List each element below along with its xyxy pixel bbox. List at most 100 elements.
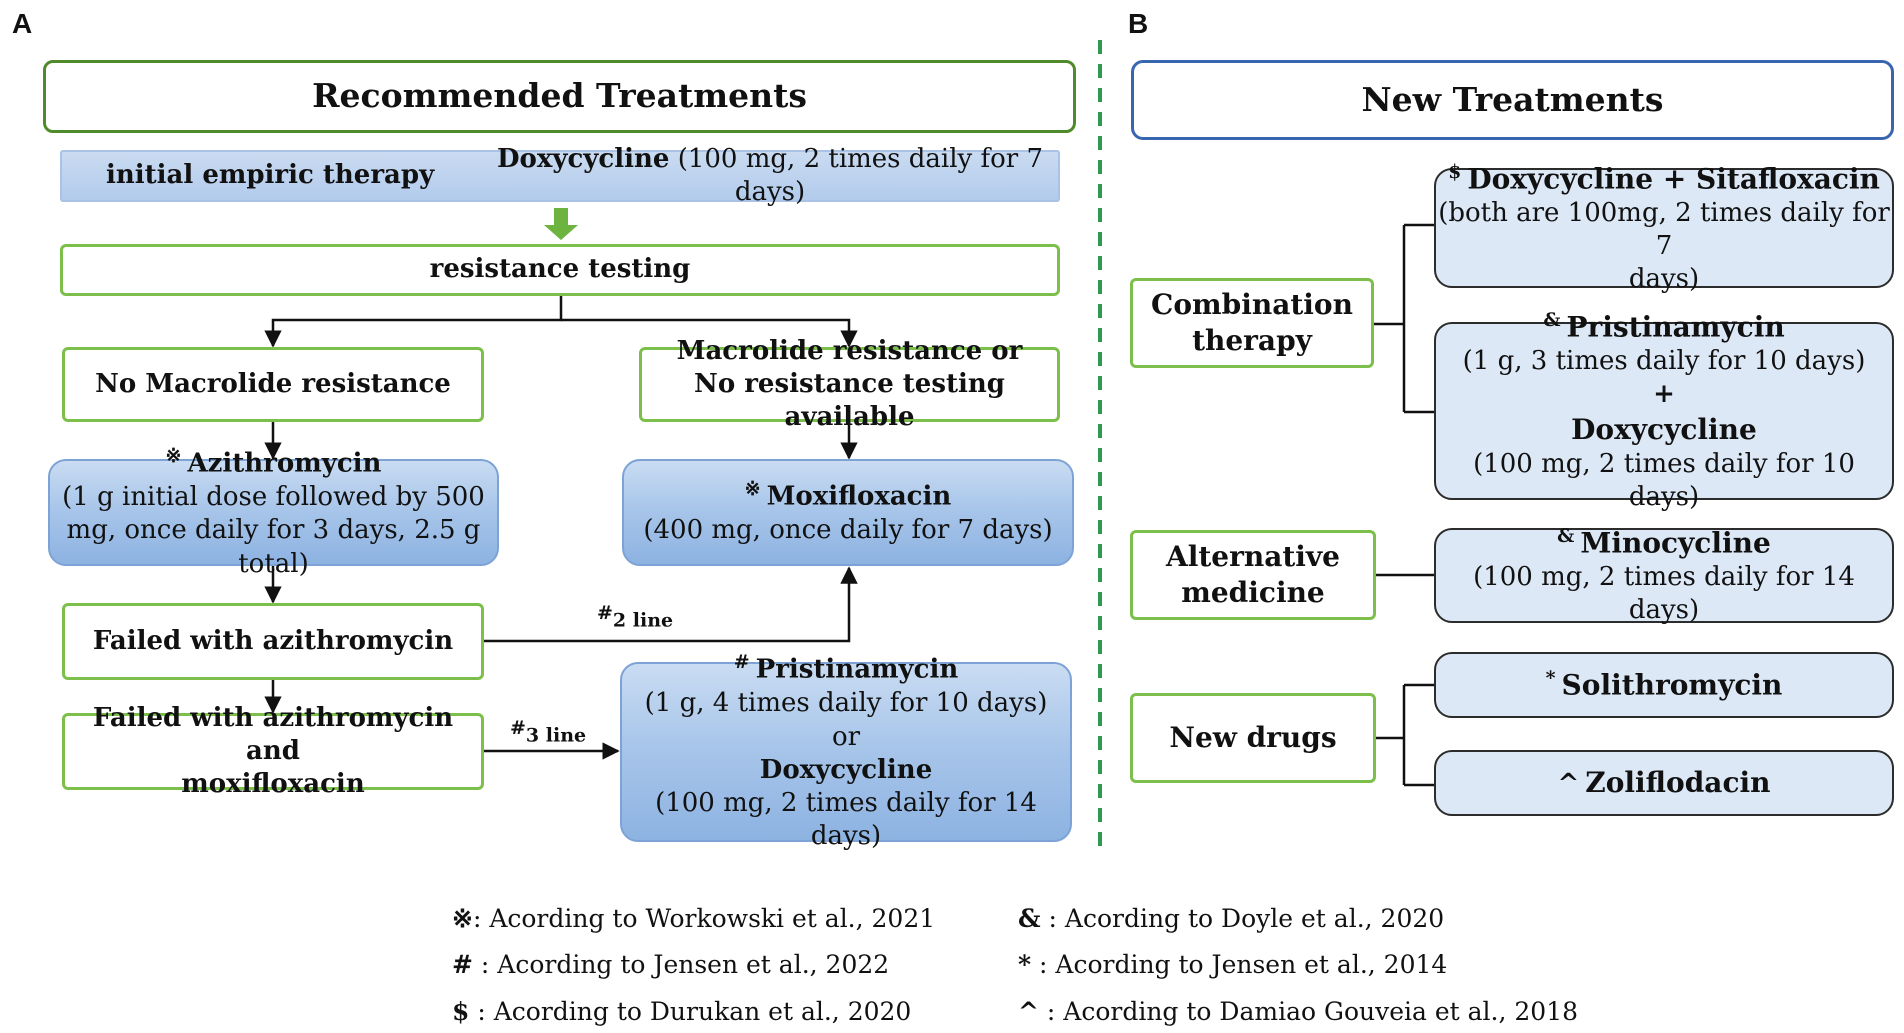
solithromycin-name: Solithromycin	[1561, 668, 1783, 702]
bracket-new-drugs	[1376, 683, 1434, 787]
legend-symbol: #	[452, 950, 473, 979]
bracket-combination	[1374, 223, 1434, 414]
empiric-drug-dose: Doxycycline (100 mg, 2 times daily for 7…	[482, 143, 1058, 210]
pristina-doxy-box: &Pristinamycin (1 g, 3 times daily for 1…	[1434, 309, 1894, 512]
minocycline-dose: (100 mg, 2 times daily for 14 days)	[1473, 561, 1855, 626]
legend-symbol: $	[452, 997, 470, 1026]
pristina-doxy-dose2: (100 mg, 2 times daily for 10 days)	[1473, 448, 1855, 512]
azithro-mark: ※	[165, 445, 182, 468]
azithro-dose-line2: mg, once daily for 3 days, 2.5 g total)	[66, 515, 481, 579]
legend-item: & : Acording to Doyle et al., 2020	[1018, 904, 1444, 933]
combination-line2: therapy	[1192, 324, 1312, 357]
new-treatments-title: New Treatments	[1131, 60, 1894, 140]
recommended-treatments-title-text: Recommended Treatments	[312, 76, 807, 116]
combination-line1: Combination	[1151, 288, 1353, 322]
recommended-treatments-title: Recommended Treatments	[43, 60, 1076, 133]
pristina-or: or	[831, 721, 861, 752]
pristinamycin-box: #Pristinamycin (1 g, 4 times daily for 1…	[620, 651, 1072, 851]
legend-item: * : Acording to Jensen et al., 2014	[1018, 950, 1447, 979]
second-line-text: 2 line	[612, 609, 674, 632]
solithromycin-box: *Solithromycin	[1434, 652, 1894, 718]
third-line-label: #3 line	[510, 717, 586, 746]
alternative-medicine-box: Alternative medicine	[1130, 530, 1376, 620]
doxy-sita-dose-line1: (both are 100mg, 2 times daily for 7	[1438, 197, 1890, 261]
legend-text: : Acording to Jensen et al., 2014	[1031, 950, 1448, 979]
failed-both-line1: Failed with azithromycin and	[92, 702, 454, 766]
minocycline-mark: &	[1557, 524, 1575, 547]
legend-item: $ : Acording to Durukan et al., 2020	[452, 997, 911, 1026]
moxifloxacin-box: ※Moxifloxacin (400 mg, once daily for 7 …	[622, 459, 1074, 566]
green-arrow-down	[544, 208, 578, 240]
doxy-sitafloxacin-box: $Doxycycline + Sitafloxacin (both are 10…	[1434, 161, 1894, 294]
pristina-name2: Doxycycline	[759, 754, 933, 785]
legend-symbol: ^	[1018, 997, 1039, 1026]
legend-item: ^ : Acording to Damiao Gouveia et al., 2…	[1018, 997, 1578, 1026]
no-macrolide-text: No Macrolide resistance	[95, 368, 451, 399]
legend-text: : Acording to Doyle et al., 2020	[1040, 904, 1445, 933]
macrolide-line1: Macrolide resistance or	[676, 335, 1023, 366]
pristina-dose: (1 g, 4 times daily for 10 days)	[644, 688, 1048, 719]
macrolide-resistance-box: Macrolide resistance or No resistance te…	[639, 336, 1060, 432]
doxy-sita-mark: $	[1448, 160, 1462, 183]
azithro-name: Azithromycin	[187, 448, 382, 479]
legend-item: # : Acording to Jensen et al., 2022	[452, 950, 889, 979]
legend-text: : Acording to Workowski et al., 2021	[472, 904, 936, 933]
resistance-testing-text: resistance testing	[429, 254, 691, 285]
new-drugs-box: New drugs	[1130, 693, 1376, 783]
pristina-doxy-mark: &	[1543, 308, 1561, 331]
doxy-sita-dose-line2: days)	[1628, 264, 1700, 295]
zoliflodacin-box: ^Zoliflodacin	[1434, 750, 1894, 816]
azithro-dose-line1: (1 g initial dose followed by 500	[62, 482, 485, 513]
legend-symbol: *	[1018, 950, 1032, 979]
pristina-doxy-plus: +	[1653, 379, 1675, 410]
third-line-text: 3 line	[525, 724, 587, 747]
split-arrow-right	[561, 318, 858, 348]
failed-azithro-box: Failed with azithromycin	[62, 603, 484, 680]
pristina-name: Pristinamycin	[755, 655, 959, 686]
third-line-mark: #	[510, 717, 526, 739]
second-line-label: #2 line	[597, 602, 673, 631]
zoliflodacin-mark: ^	[1557, 768, 1580, 799]
resistance-testing-box: resistance testing	[60, 244, 1060, 296]
azithromycin-box: ※Azithromycin (1 g initial dose followed…	[48, 445, 499, 579]
legend-symbol: ※	[452, 904, 473, 933]
legend-item: ※: Acording to Workowski et al., 2021	[452, 904, 935, 933]
failed-azithro-text: Failed with azithromycin	[92, 625, 454, 656]
empiric-therapy-row: initial empiric therapy Doxycycline (100…	[60, 144, 1060, 207]
pristina-mark: #	[733, 651, 750, 674]
pristina-dose2: (100 mg, 2 times daily for 14 days)	[655, 788, 1037, 852]
empiric-dose: (100 mg, 2 times daily for 7 days)	[677, 143, 1044, 207]
legend-text: : Acording to Durukan et al., 2020	[469, 997, 912, 1026]
moxi-dose: (400 mg, once daily for 7 days)	[643, 515, 1053, 546]
combination-therapy-box: Combination therapy	[1130, 278, 1374, 368]
macrolide-line2: No resistance testing available	[694, 368, 1005, 433]
failed-both-line2: moxifloxacin	[181, 769, 365, 800]
empiric-label: initial empiric therapy	[106, 160, 435, 191]
moxi-name: Moxifloxacin	[766, 482, 952, 513]
minocycline-box: &Minocycline (100 mg, 2 times daily for …	[1434, 524, 1894, 625]
legend-symbol: &	[1018, 904, 1041, 933]
solithromycin-mark: *	[1545, 667, 1556, 690]
no-macrolide-box: No Macrolide resistance	[62, 347, 484, 422]
alternative-line1: Alternative	[1165, 540, 1340, 574]
alternative-line2: medicine	[1181, 576, 1325, 609]
pristina-doxy-dose: (1 g, 3 times daily for 10 days)	[1462, 346, 1866, 377]
doxy-sita-name: Doxycycline + Sitafloxacin	[1467, 161, 1880, 195]
minocycline-name: Minocycline	[1580, 525, 1771, 559]
split-arrow-left	[264, 296, 563, 348]
legend-text: : Acording to Jensen et al., 2022	[472, 950, 890, 979]
pristina-doxy-name2: Doxycycline	[1571, 412, 1757, 446]
new-drugs-text: New drugs	[1169, 721, 1337, 755]
moxi-mark: ※	[744, 478, 761, 501]
failed-both-box: Failed with azithromycin and moxifloxaci…	[62, 703, 484, 799]
arrow-second-line	[482, 566, 858, 643]
zoliflodacin-name: Zoliflodacin	[1585, 765, 1771, 799]
empiric-drug: Doxycycline	[496, 143, 670, 174]
panel-a-letter: A	[12, 8, 33, 39]
pristina-doxy-name: Pristinamycin	[1566, 310, 1785, 344]
second-line-mark: #	[597, 602, 613, 624]
new-treatments-title-text: New Treatments	[1361, 79, 1664, 119]
panel-b-letter: B	[1128, 8, 1149, 39]
legend-text: : Acording to Damiao Gouveia et al., 201…	[1038, 997, 1579, 1026]
